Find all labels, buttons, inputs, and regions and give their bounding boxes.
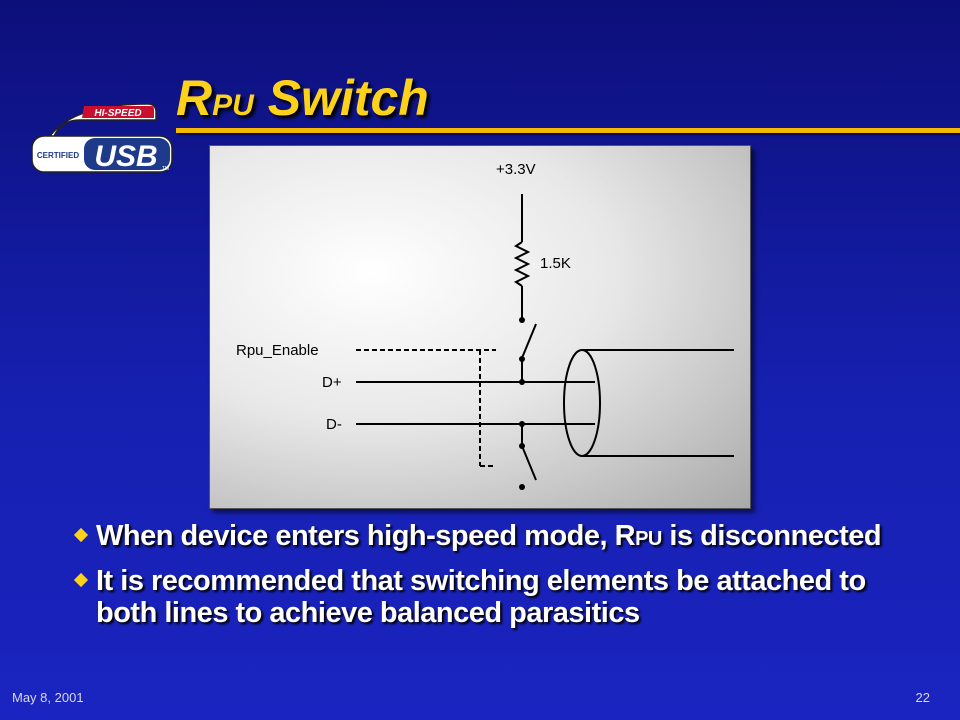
upper-switch-blade <box>521 323 537 359</box>
title-main: R <box>176 70 213 126</box>
lower-switch-blade <box>521 445 537 481</box>
title-subscript: PU <box>212 89 254 122</box>
logo-tm: TM <box>162 166 169 172</box>
logo-main-text: USB <box>94 140 157 173</box>
resistor-symbol <box>513 241 531 287</box>
bullet-text: It is recommended that switching element… <box>96 565 866 629</box>
bullet-text-post: is disconnected <box>661 520 882 552</box>
slide-title: RPU Switch <box>176 70 429 134</box>
footer-date: May 8, 2001 <box>12 690 84 705</box>
title-rule <box>176 128 960 133</box>
bullet-text: When device enters high-speed mode, R <box>96 520 636 552</box>
upper-switch-pivot <box>519 317 525 323</box>
bullet-item: It is recommended that switching element… <box>70 565 930 629</box>
bullet-diamond-icon <box>73 572 89 588</box>
dplus-label: D+ <box>322 374 342 391</box>
circuit-diagram: +3.3V 1.5K Rpu_Enable D+ D- <box>209 145 751 509</box>
logo-top-text: HI-SPEED <box>94 108 141 119</box>
enable-label: Rpu_Enable <box>236 342 319 359</box>
bullet-subscript: PU <box>635 528 662 550</box>
dplus-node <box>519 379 525 385</box>
logo-side-text: CERTIFIED <box>37 151 79 160</box>
usb-hi-speed-logo: HI-SPEED CERTIFIED USB TM <box>31 103 173 173</box>
voltage-label: +3.3V <box>496 161 536 178</box>
cable-end-ellipse <box>563 349 601 457</box>
dminus-label: D- <box>326 416 342 433</box>
title-rest: Switch <box>253 70 429 126</box>
resistor-label: 1.5K <box>540 255 571 272</box>
bullet-diamond-icon <box>73 527 89 543</box>
lower-switch-pivot <box>519 484 525 490</box>
bullet-item: When device enters high-speed mode, RPU … <box>70 520 930 555</box>
bullet-list: When device enters high-speed mode, RPU … <box>70 520 930 639</box>
page-number: 22 <box>915 690 930 705</box>
circuit-svg: +3.3V 1.5K Rpu_Enable D+ D- <box>236 161 734 490</box>
